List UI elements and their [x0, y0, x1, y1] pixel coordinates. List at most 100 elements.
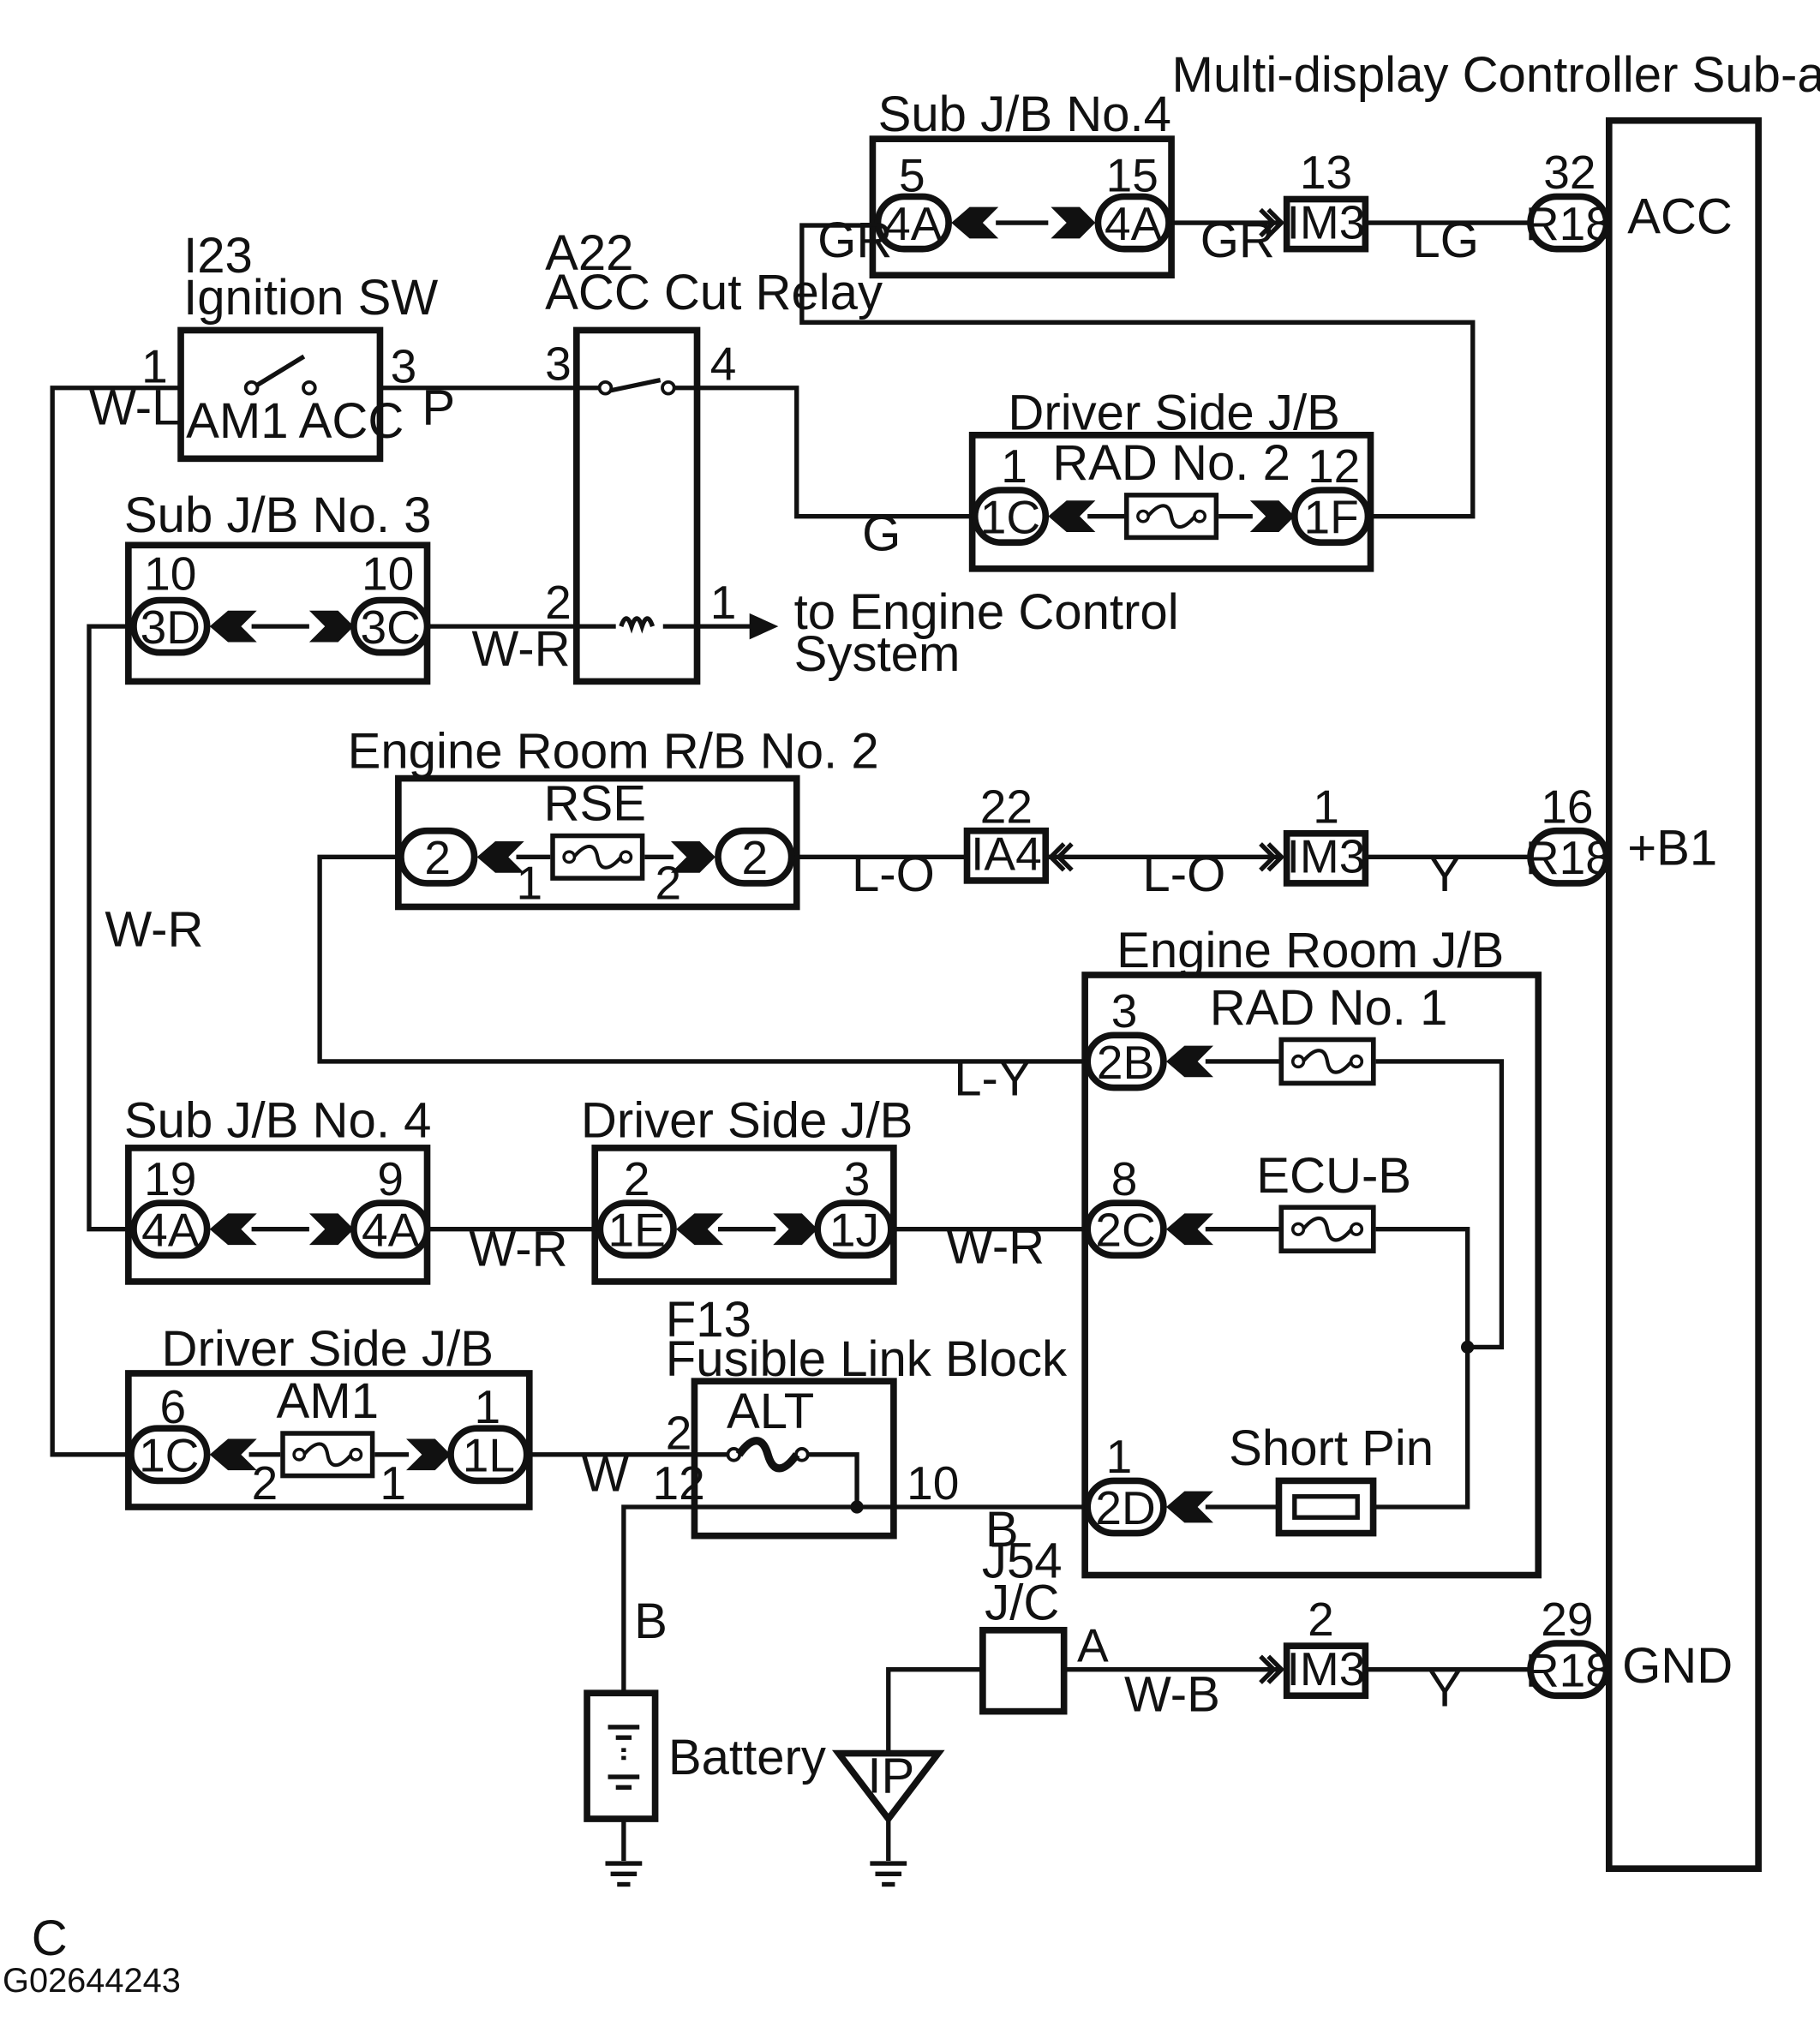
engine-room-jb: Engine Room J/B RAD No. 1 ECU-B Short Pi…	[1081, 923, 1542, 1579]
connector-2d: 2D	[1095, 1481, 1155, 1534]
im3-b1-pin: 1	[1313, 780, 1339, 834]
im3-gnd-pin: 2	[1308, 1593, 1334, 1646]
acc-relay-name: ACC Cut Relay	[545, 265, 883, 320]
j54-code: J54	[982, 1534, 1063, 1589]
sub-jb-no4-mid-left-pin: 19	[144, 1152, 196, 1205]
connector-im3-acc: IM3 13	[1259, 146, 1369, 253]
mdc-acc-terminal: ACC	[1627, 188, 1733, 244]
er-rb2-fuse-pin-in: 1	[516, 856, 542, 909]
wire-label-w-r-left: W-R	[105, 901, 203, 957]
ignition-switch: I23 Ignition SW AM1 ACC 1 3	[141, 228, 438, 463]
ia4-label: IA4	[971, 828, 1042, 881]
r18-gnd-pin: 29	[1541, 1593, 1593, 1646]
acc-cut-relay: A22 ACC Cut Relay 3 4 2 1	[545, 225, 883, 685]
battery-label: Battery	[668, 1730, 826, 1785]
wire-label-b-battery: B	[634, 1594, 668, 1649]
mdc-b1-terminal: +B1	[1627, 821, 1717, 876]
wire-label-l-o-2: L-O	[1142, 846, 1225, 902]
ignition-switch-code: I23	[183, 228, 253, 284]
acc-relay-code: A22	[545, 225, 633, 281]
driver-side-jb-low: Driver Side J/B AM1 6 1 1C 1L 2 1	[125, 1321, 533, 1510]
r18-gnd-label: R18	[1525, 1644, 1612, 1697]
acc-relay-pin-1: 1	[710, 576, 737, 629]
engine-control-line2: System	[794, 626, 961, 682]
sub-jb-no4-top-title: Sub J/B No.4	[878, 87, 1171, 142]
ia4-pin: 22	[980, 780, 1033, 834]
battery: Battery	[584, 1689, 826, 1822]
wire-label-p: P	[422, 380, 455, 436]
connector-1f: 1F	[1304, 491, 1359, 544]
r18-b1-label: R18	[1525, 831, 1612, 884]
ignition-am1-label: AM1	[186, 393, 288, 449]
acc-relay-pin-2: 2	[545, 576, 572, 629]
er-rb2-fuse-pin-out: 2	[656, 856, 682, 909]
driver-jb-mid-title: Driver Side J/B	[581, 1093, 913, 1149]
connector-4a-mid-left: 4A	[141, 1204, 200, 1257]
sub-jb-no3-left-pin: 10	[144, 547, 196, 600]
driver-jb-low-fuse: AM1	[277, 1373, 379, 1429]
connector-r18-acc: R18 32	[1525, 146, 1612, 253]
wire-label-w-b: W-B	[1124, 1667, 1220, 1723]
wire-label-w-r-sub4: W-R	[469, 1222, 567, 1277]
im3-acc-pin: 13	[1300, 146, 1352, 199]
fusible-link-block: F13 Fusible Link Block ALT 2 12 10	[653, 1292, 1068, 1540]
wire-label-gr-left: GR	[817, 212, 892, 268]
connector-r18-gnd: R18 29	[1525, 1593, 1612, 1700]
j54-pin-a: A	[1077, 1618, 1109, 1671]
fuse-rad2-icon	[1127, 495, 1217, 538]
junction-connector-j54: J54 J/C A	[979, 1534, 1109, 1715]
mdc-gnd-terminal: GND	[1622, 1638, 1733, 1694]
er-jb-short-pin: Short Pin	[1229, 1420, 1434, 1476]
fusible-link-alt-icon	[726, 1437, 810, 1473]
connector-1l: 1L	[463, 1429, 515, 1482]
connector-1c-top: 1C	[980, 491, 1040, 544]
acc-relay-pin-4: 4	[710, 338, 737, 391]
connector-ia4: IA4 22	[963, 780, 1074, 884]
driver-jb-top-title: Driver Side J/B	[1008, 386, 1339, 441]
acc-relay-pin-3: 3	[545, 338, 572, 391]
multi-display-controller: Multi-display Controller Sub-assy ACC +B…	[1172, 47, 1820, 1872]
wire-label-w-r-djb: W-R	[946, 1218, 1045, 1274]
er-rb2-right-connector: 2	[741, 831, 768, 884]
im3-gnd-label: IM3	[1287, 1642, 1366, 1695]
driver-side-jb-top: Driver Side J/B RAD No. 2 1 12 1C 1F	[968, 386, 1374, 572]
driver-jb-top-left-pin: 1	[1001, 439, 1027, 493]
driver-side-jb-mid: Driver Side J/B 2 3 1E 1J	[581, 1093, 913, 1285]
driver-jb-top-right-pin: 12	[1308, 439, 1360, 493]
ignition-pin-1: 1	[141, 340, 168, 393]
connector-im3-gnd: IM3 2	[1259, 1593, 1369, 1700]
sub-jb-no3: Sub J/B No. 3 10 10 3D 3C	[124, 487, 431, 685]
connector-3c: 3C	[361, 601, 421, 654]
er-rb2-title: Engine Room R/B No. 2	[348, 723, 879, 779]
er-rb2-left-connector: 2	[424, 831, 451, 884]
sub-jb-no4-top-left-pin: 5	[899, 148, 925, 201]
connector-1e: 1E	[608, 1204, 666, 1257]
wire-label-gr-right: GR	[1200, 212, 1275, 268]
connector-2b: 2B	[1097, 1036, 1154, 1089]
fuse-ecub-icon	[1281, 1207, 1373, 1251]
mdc-title: Multi-display Controller Sub-assy	[1172, 47, 1820, 103]
engine-control-line1: to Engine Control	[794, 584, 1179, 640]
fuse-rad1-icon	[1281, 1039, 1373, 1083]
driver-jb-low-right-pin: 1	[475, 1380, 501, 1433]
wire-label-g: G	[862, 505, 901, 561]
driver-jb-low-fuse-pin-in: 2	[252, 1456, 278, 1510]
ignition-switch-name: Ignition SW	[183, 270, 438, 326]
er-jb-2d-pin: 1	[1106, 1430, 1133, 1483]
driver-jb-mid-right-pin: 3	[844, 1152, 871, 1205]
sub-jb-no4-top-right-pin: 15	[1106, 148, 1158, 201]
connector-r18-b1: R18 16	[1525, 780, 1612, 887]
fuse-am1-icon	[283, 1433, 373, 1476]
wire-label-y-b1: Y	[1428, 846, 1462, 902]
f13-pin-12: 12	[653, 1456, 705, 1510]
connector-4a-mid-right: 4A	[362, 1204, 420, 1257]
connector-3d: 3D	[141, 601, 201, 654]
connector-4a-left: 4A	[884, 197, 943, 250]
er-jb-2b-pin: 3	[1111, 984, 1138, 1037]
driver-jb-low-title: Driver Side J/B	[162, 1321, 494, 1377]
f13-pin-2: 2	[666, 1407, 692, 1460]
wire-label-w-r-relay: W-R	[471, 621, 570, 677]
fuse-rse-icon	[553, 836, 643, 879]
r18-acc-pin: 32	[1543, 146, 1595, 199]
